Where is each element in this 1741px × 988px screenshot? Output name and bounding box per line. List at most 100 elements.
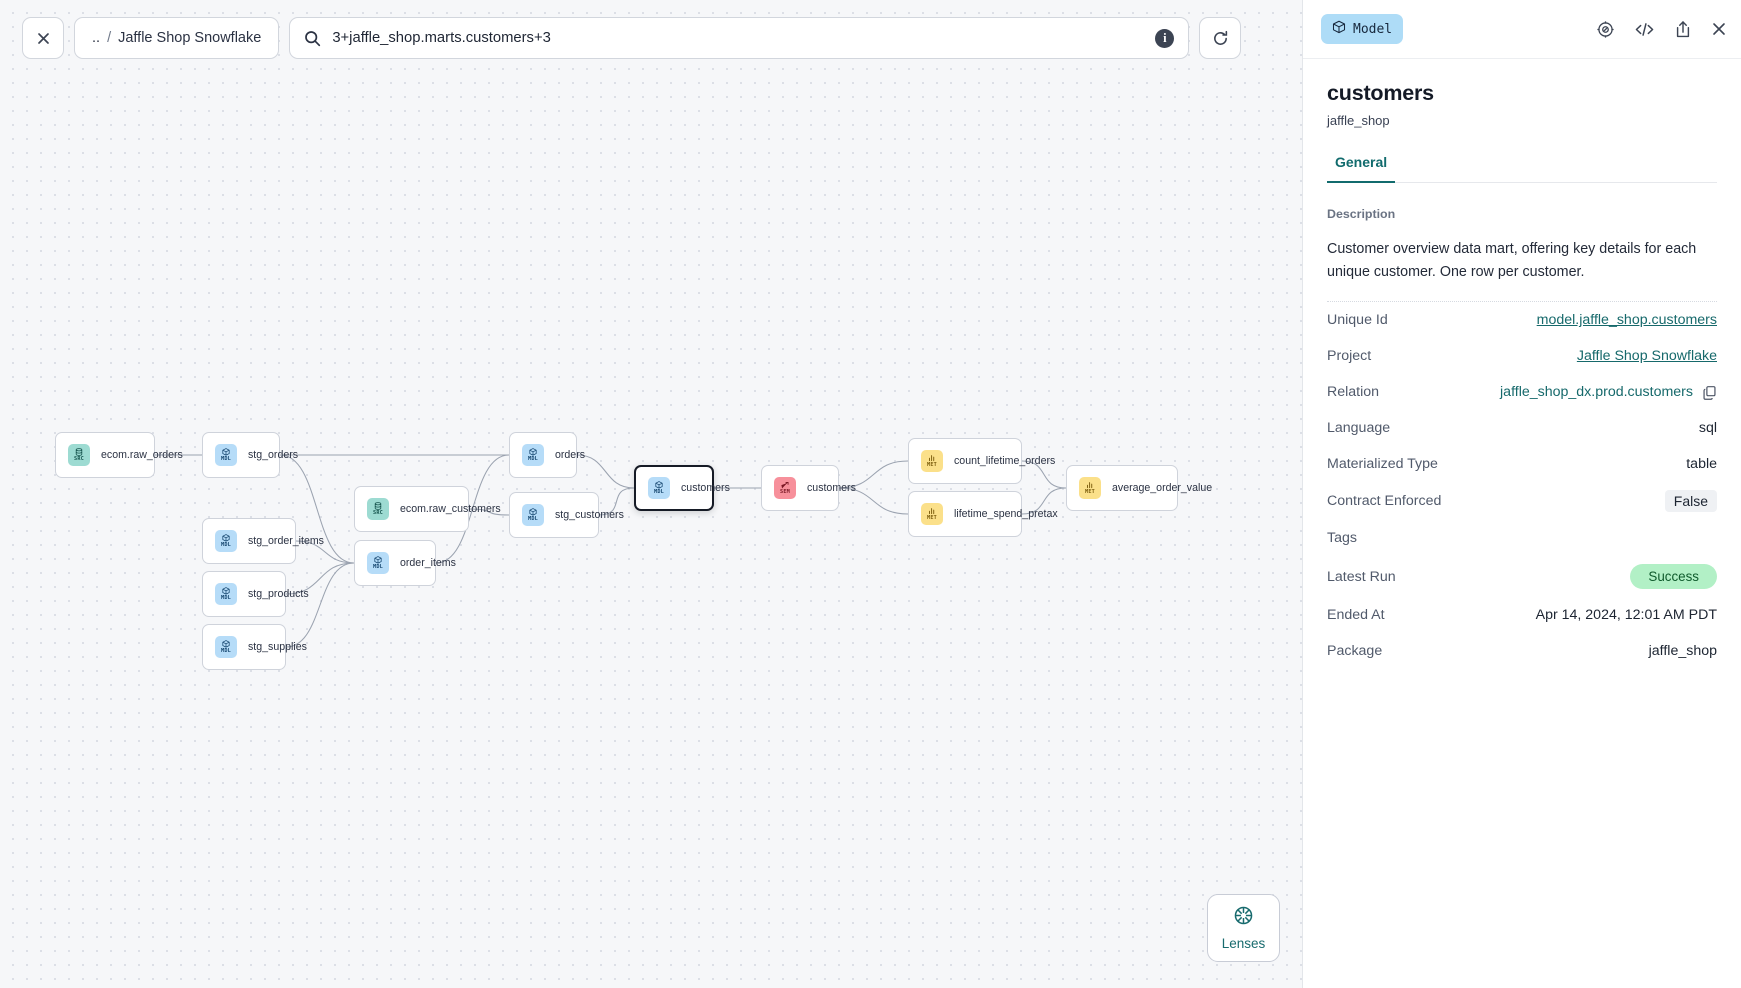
graph-node-label: stg_customers — [555, 509, 624, 521]
property-value-text: Apr 14, 2024, 12:01 AM PDT — [1535, 607, 1717, 624]
property-value-text: model.jaffle_shop.customers — [1536, 312, 1717, 329]
property-value: sql — [1699, 420, 1717, 436]
details-panel-header: Model — [1303, 0, 1741, 59]
property-value-text: table — [1686, 456, 1717, 473]
canvas-toolbar: .. / Jaffle Shop Snowflake i — [22, 17, 1242, 59]
breadcrumb-prefix: .. — [92, 30, 101, 46]
graph-node-label: stg_orders — [248, 449, 299, 461]
graph-node-average_order_value[interactable]: MET average_order_value — [1066, 465, 1212, 511]
property-value-text: False — [1664, 490, 1717, 513]
property-value[interactable]: model.jaffle_shop.customers — [1537, 312, 1717, 328]
details-panel: Model — [1302, 0, 1741, 988]
property-row: Project Jaffle Shop Snowflake — [1327, 338, 1717, 374]
share-icon[interactable] — [1674, 20, 1692, 39]
property-row: Tags — [1327, 520, 1717, 556]
mdl-badge-icon: MDL — [215, 444, 237, 466]
property-row: Package jaffle_shop — [1327, 633, 1717, 669]
graph-node-stg_supplies[interactable]: MDL stg_supplies — [202, 624, 307, 670]
node-type-label: Model — [1353, 21, 1393, 37]
property-value: Success — [1630, 564, 1717, 590]
graph-node-label: customers — [807, 482, 856, 494]
mdl-badge-icon: MDL — [522, 444, 544, 466]
details-tabs: General — [1327, 154, 1717, 183]
property-key: Ended At — [1327, 607, 1385, 624]
property-value-text: jaffle_shop_dx.prod.customers — [1500, 384, 1693, 401]
property-value[interactable]: Jaffle Shop Snowflake — [1577, 348, 1717, 364]
panel-actions — [1596, 20, 1727, 39]
property-key: Project — [1327, 348, 1372, 365]
breadcrumb-separator: / — [107, 30, 112, 46]
property-value: table — [1686, 456, 1717, 472]
met-badge-icon: MET — [921, 450, 943, 472]
property-row: Latest Run Success — [1327, 556, 1717, 597]
mdl-badge-icon: MDL — [215, 636, 237, 658]
page-title: customers — [1327, 81, 1434, 105]
property-row: Ended At Apr 14, 2024, 12:01 AM PDT — [1327, 597, 1717, 633]
description-label: Description — [1327, 207, 1396, 221]
property-key: Contract Enforced — [1327, 493, 1442, 510]
search-input[interactable] — [332, 18, 1150, 58]
property-value-text: sql — [1698, 420, 1717, 437]
info-icon[interactable]: i — [1155, 28, 1175, 48]
node-type-badge[interactable]: Model — [1321, 14, 1404, 44]
page-subtitle: jaffle_shop — [1327, 113, 1390, 128]
lens-compass-icon[interactable] — [1596, 20, 1615, 39]
details-body: Description Customer overview data mart,… — [1303, 183, 1741, 988]
status-badge: Success — [1630, 564, 1717, 590]
breadcrumb-project: Jaffle Shop Snowflake — [118, 30, 262, 46]
property-key: Materialized Type — [1327, 456, 1438, 473]
mdl-badge-icon: MDL — [648, 477, 670, 499]
property-value[interactable]: jaffle_shop_dx.prod.customers — [1500, 384, 1717, 400]
graph-node-label: stg_supplies — [248, 641, 307, 653]
graph-node-stg_orders[interactable]: MDL stg_orders — [202, 432, 298, 478]
graph-node-label: ecom.raw_customers — [400, 503, 501, 515]
graph-node-ecom_raw_orders[interactable]: SRC ecom.raw_orders — [55, 432, 183, 478]
breadcrumb[interactable]: .. / Jaffle Shop Snowflake — [74, 17, 280, 59]
code-icon[interactable] — [1634, 20, 1655, 39]
tab-general[interactable]: General — [1327, 154, 1396, 183]
graph-node-stg_customers[interactable]: MDL stg_customers — [509, 492, 624, 538]
mdl-badge-icon: MDL — [522, 504, 544, 526]
lenses-button[interactable]: Lenses — [1207, 894, 1280, 962]
graph-node-label: ecom.raw_orders — [101, 449, 183, 461]
graph-node-label: stg_order_items — [248, 535, 324, 547]
property-row: Materialized Type table — [1327, 446, 1717, 482]
property-key: Tags — [1327, 530, 1357, 547]
mdl-badge-icon: MDL — [215, 583, 237, 605]
copy-icon[interactable] — [1702, 385, 1717, 400]
property-key: Unique Id — [1327, 312, 1388, 329]
search-icon — [304, 30, 321, 47]
property-value: Apr 14, 2024, 12:01 AM PDT — [1536, 607, 1717, 623]
mdl-badge-icon: MDL — [367, 552, 389, 574]
lineage-search-bar[interactable]: i — [289, 17, 1190, 59]
close-lineage-button[interactable] — [22, 17, 64, 59]
cube-icon — [1332, 20, 1346, 38]
property-key: Package — [1327, 643, 1383, 660]
property-key: Language — [1327, 420, 1391, 437]
met-badge-icon: MET — [1079, 477, 1101, 499]
src-badge-icon: SRC — [68, 444, 90, 466]
description-text: Customer overview data mart, offering ke… — [1327, 241, 1697, 280]
property-value: False — [1664, 490, 1717, 513]
graph-node-label: average_order_value — [1112, 482, 1213, 494]
property-value-text: jaffle_shop — [1648, 643, 1717, 660]
property-row: Unique Id model.jaffle_shop.customers — [1327, 302, 1717, 338]
details-title-block: customers jaffle_shop — [1303, 59, 1741, 128]
property-key: Latest Run — [1327, 568, 1396, 585]
close-icon[interactable] — [1711, 21, 1727, 37]
refresh-button[interactable] — [1199, 17, 1242, 59]
